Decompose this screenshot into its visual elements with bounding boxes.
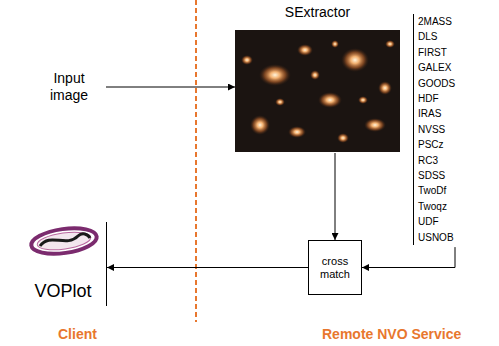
node-text: IRAS [418, 106, 483, 121]
region-label: Client [58, 326, 97, 342]
node-text: PSCz [418, 137, 483, 152]
client-tool: VOPlot [20, 222, 107, 306]
node-text: DLS [418, 29, 483, 44]
node-text: NVSS [418, 122, 483, 137]
node-text: VOPlot [34, 281, 91, 302]
node-text: Twoqz [418, 199, 483, 214]
node-text: GOODS [418, 76, 483, 91]
node-text: RC3 [418, 153, 483, 168]
node-text: SDSS [418, 168, 483, 183]
region-label: Remote NVO Service [322, 326, 461, 342]
voplot-logo [26, 222, 102, 260]
node-text: GALEX [418, 60, 483, 75]
node-text: USNOB [418, 230, 483, 245]
divider-line [195, 0, 197, 322]
node-text: TwoDf [418, 183, 483, 198]
node-text: FIRST [418, 45, 483, 60]
flow-arrow [107, 267, 308, 268]
node-text: cross match [312, 255, 358, 281]
node-text: HDF [418, 91, 483, 106]
flow-arrow [106, 87, 235, 88]
node-text: SExtractor [285, 4, 350, 20]
galaxy-image [235, 30, 400, 152]
flow-arrow [362, 247, 455, 267]
flow-arrow [335, 153, 336, 240]
node-text: Input image [36, 70, 102, 104]
process-box: cross match [308, 240, 362, 295]
catalog-list: 2MASSDLSFIRSTGALEXGOODSHDFIRASNVSSPSCzRC… [413, 14, 483, 245]
node-text: 2MASS [418, 14, 483, 29]
input-label: Input image [36, 70, 102, 104]
image-node: SExtractor [235, 4, 400, 153]
node-text: UDF [418, 214, 483, 229]
